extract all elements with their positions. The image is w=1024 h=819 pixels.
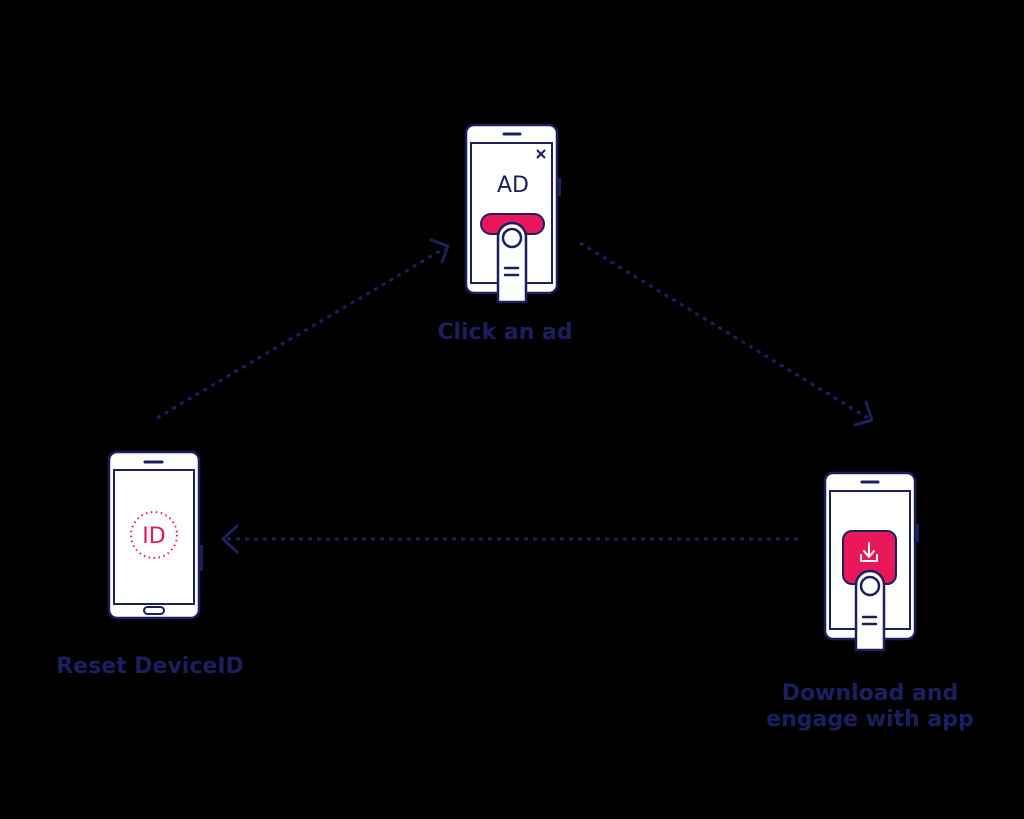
step-label-click-ad: Click an ad — [437, 320, 573, 345]
finger-icon — [496, 221, 528, 304]
arrow-reset-to-click — [156, 238, 450, 420]
id-screen-text: ID — [142, 524, 165, 549]
step-label-reset-deviceid: Reset DeviceID — [56, 654, 244, 679]
dotted-circle-icon — [130, 511, 178, 559]
arrow-download-to-reset — [221, 524, 798, 554]
step-label-download-engage: Download and engage with app — [755, 681, 985, 733]
phone-reset-deviceid: ID — [107, 450, 203, 620]
ad-screen-text: AD — [497, 173, 529, 198]
arrow-click-to-download — [579, 241, 874, 427]
phone-download-engage — [823, 471, 919, 652]
step-label-download-line1: Download and — [781, 681, 959, 706]
close-icon — [536, 149, 546, 159]
download-icon — [860, 542, 878, 562]
finger-icon — [854, 569, 886, 652]
phone-click-ad: AD — [464, 123, 561, 304]
step-label-download-line2: engage with app — [766, 707, 974, 732]
